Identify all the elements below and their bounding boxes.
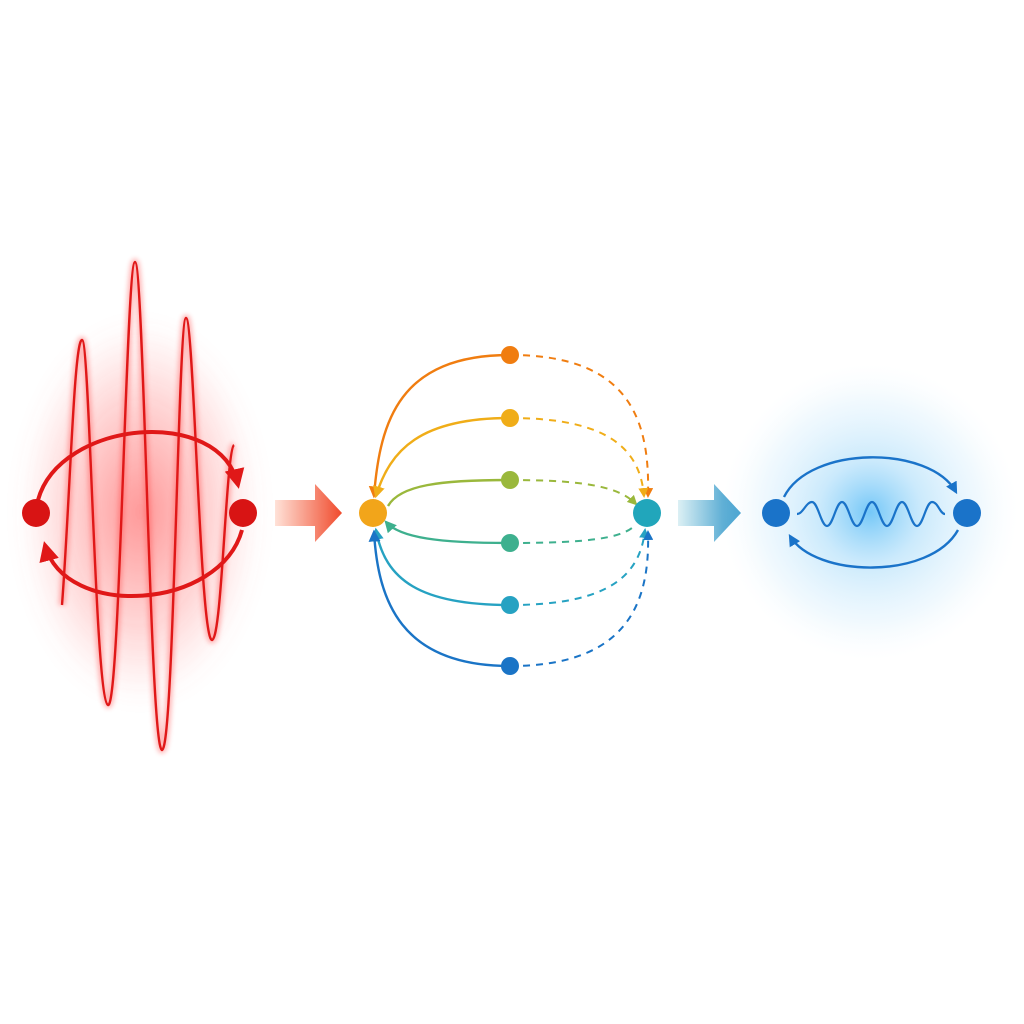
stage2-node-4	[501, 596, 519, 614]
stage2-node-3	[501, 534, 519, 552]
stage2-node-1	[501, 409, 519, 427]
stage2-path-4-solid	[371, 527, 511, 607]
stage2-path-2-dashed	[509, 479, 638, 506]
stage1-red-glow	[20, 322, 260, 702]
stage2-path-1-dashed	[509, 417, 649, 498]
stage2-node-5	[501, 657, 519, 675]
stage1-waveform	[60, 260, 236, 752]
stage3-coherent-icon	[722, 364, 1018, 660]
stage3-lower-arc-arrow	[788, 529, 960, 569]
stage2-path-1-solid	[373, 416, 511, 499]
stage1-right-node	[229, 499, 257, 527]
stage2-left-hub	[359, 499, 387, 527]
stage2-path-0-solid	[368, 353, 511, 499]
stage2-node-2	[501, 471, 519, 489]
stage3-right-node	[953, 499, 981, 527]
stage3-blue-glow	[722, 364, 1018, 660]
stage2-path-5-solid	[368, 529, 511, 668]
stage1-upper-arc-arrow	[36, 430, 245, 501]
stage2-network-icon	[359, 346, 661, 675]
stage3-upper-arc-arrow	[782, 456, 958, 498]
stage2-node-0	[501, 346, 519, 364]
stage3-left-node	[762, 499, 790, 527]
stage2-path-5-dashed	[509, 530, 654, 667]
stage2-right-hub	[633, 499, 661, 527]
stage2-path-3-dashed	[509, 523, 637, 544]
stage2-path-0-dashed	[509, 354, 654, 498]
stage3-waveform	[796, 500, 946, 528]
stage2-path-2-solid	[386, 478, 511, 507]
stage1-left-node	[22, 499, 50, 527]
stage1-lower-arc-arrow	[39, 529, 244, 598]
stage2-path-3-solid	[384, 520, 511, 545]
stage1-oscillation-icon	[20, 258, 260, 754]
transition-arrow-1-icon	[275, 484, 342, 542]
stage2-path-4-dashed	[509, 528, 650, 606]
